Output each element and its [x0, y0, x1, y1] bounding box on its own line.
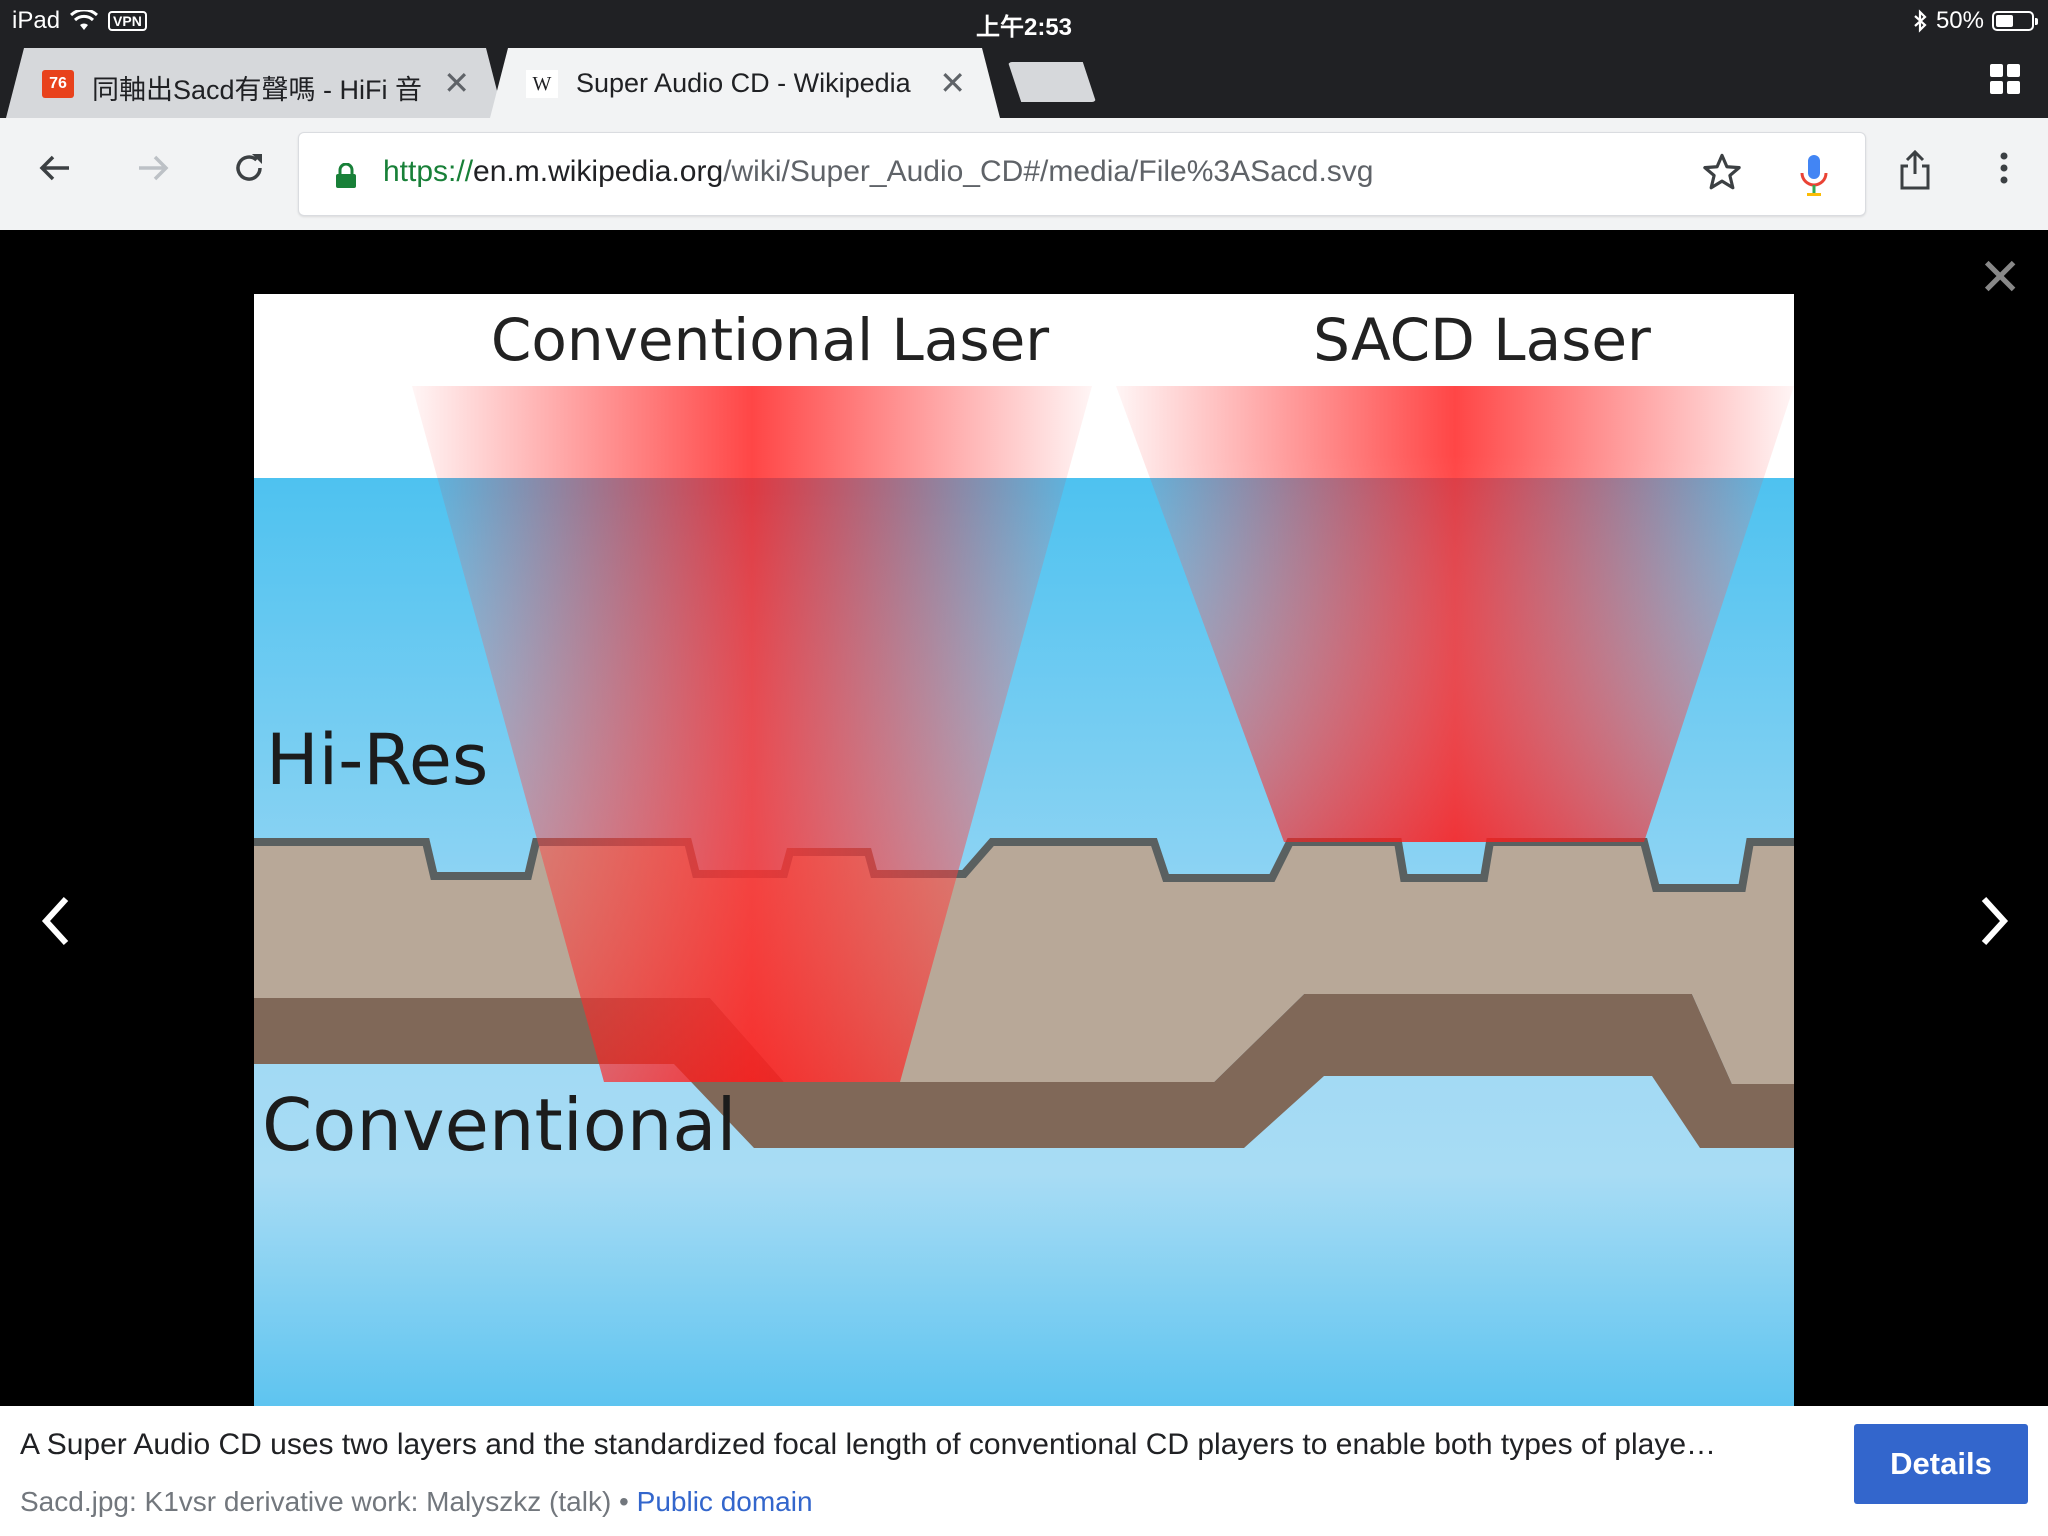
- sacd-diagram-image: Conventional Laser SACD Laser Hi-Res Con…: [254, 294, 1794, 1406]
- menu-button[interactable]: [1979, 148, 2029, 198]
- new-tab-button[interactable]: [1008, 62, 1096, 102]
- battery-fill: [1996, 15, 2013, 27]
- arrow-left-icon: [39, 155, 69, 181]
- status-right: 50%: [1912, 7, 2038, 35]
- url-path: /wiki/Super_Audio_CD#/media/File%3ASacd.…: [723, 155, 1374, 188]
- share-button[interactable]: [1890, 148, 1940, 198]
- image-description: A Super Audio CD uses two layers and the…: [20, 1428, 1717, 1461]
- lock-icon: [336, 163, 356, 188]
- url-host: en.m.wikipedia.org: [473, 155, 724, 188]
- status-bar: iPad VPN 上午2:53 50%: [0, 0, 2048, 41]
- chevron-right-icon: [1981, 896, 2009, 946]
- back-button[interactable]: [30, 148, 80, 198]
- image-attribution: Sacd.jpg: K1vsr derivative work: Malyszk…: [20, 1486, 813, 1518]
- label-hires: Hi-Res: [266, 719, 488, 801]
- share-icon: [1900, 149, 1930, 190]
- forward-button[interactable]: [128, 148, 178, 198]
- tab-hifi[interactable]: 76 同軸出Sacd有聲嗎 - HiFi 音 ✕: [6, 48, 504, 118]
- status-time: 上午2:53: [975, 14, 1073, 41]
- chevron-left-icon: [41, 896, 69, 946]
- arrow-right-icon: [139, 155, 169, 181]
- microphone-icon[interactable]: [1797, 153, 1831, 197]
- tab-title: Super Audio CD - Wikipedia: [576, 68, 911, 98]
- browser-toolbar: https://en.m.wikipedia.org/wiki/Super_Au…: [0, 118, 2048, 230]
- label-conventional-laser: Conventional Laser: [491, 306, 1049, 374]
- wikipedia-favicon-icon: W: [526, 70, 558, 98]
- attribution-text: Sacd.jpg: K1vsr derivative work: Malyszk…: [20, 1486, 637, 1517]
- tab-switcher-icon[interactable]: [1990, 64, 2020, 94]
- close-icon[interactable]: ✕: [939, 65, 966, 101]
- url-scheme: https://: [383, 155, 474, 188]
- bookmark-star-icon[interactable]: [1701, 151, 1743, 193]
- reload-icon: [236, 154, 262, 181]
- tab-title: 同軸出Sacd有聲嗎 - HiFi 音: [92, 75, 423, 105]
- license-link[interactable]: Public domain: [636, 1486, 813, 1517]
- label-conventional: Conventional: [262, 1083, 737, 1167]
- details-button[interactable]: Details: [1854, 1424, 2028, 1504]
- url-text: https://en.m.wikipedia.org/wiki/Super_Au…: [383, 155, 1374, 189]
- previous-image-button[interactable]: [38, 890, 74, 960]
- device-name: iPad: [12, 7, 61, 34]
- caption-panel: A Super Audio CD uses two layers and the…: [0, 1406, 2048, 1536]
- close-icon[interactable]: ✕: [443, 65, 470, 101]
- label-sacd-laser: SACD Laser: [1313, 306, 1651, 374]
- hifi-favicon-icon: 76: [42, 70, 74, 98]
- vpn-badge: VPN: [108, 11, 147, 31]
- address-bar[interactable]: https://en.m.wikipedia.org/wiki/Super_Au…: [298, 132, 1866, 216]
- status-left: iPad VPN: [12, 7, 147, 35]
- battery-icon: [1992, 11, 2038, 31]
- wifi-icon: [70, 10, 99, 30]
- tab-wikipedia[interactable]: W Super Audio CD - Wikipedia ✕: [490, 48, 1000, 118]
- bluetooth-icon: [1914, 9, 1927, 33]
- next-image-button[interactable]: [1976, 890, 2012, 960]
- tab-strip: 76 同軸出Sacd有聲嗎 - HiFi 音 ✕ W Super Audio C…: [0, 40, 2048, 118]
- reload-button[interactable]: [224, 148, 274, 198]
- more-vertical-icon: [2000, 152, 2008, 184]
- close-viewer-icon[interactable]: ✕: [1978, 249, 2022, 307]
- battery-percent: 50%: [1935, 7, 1984, 34]
